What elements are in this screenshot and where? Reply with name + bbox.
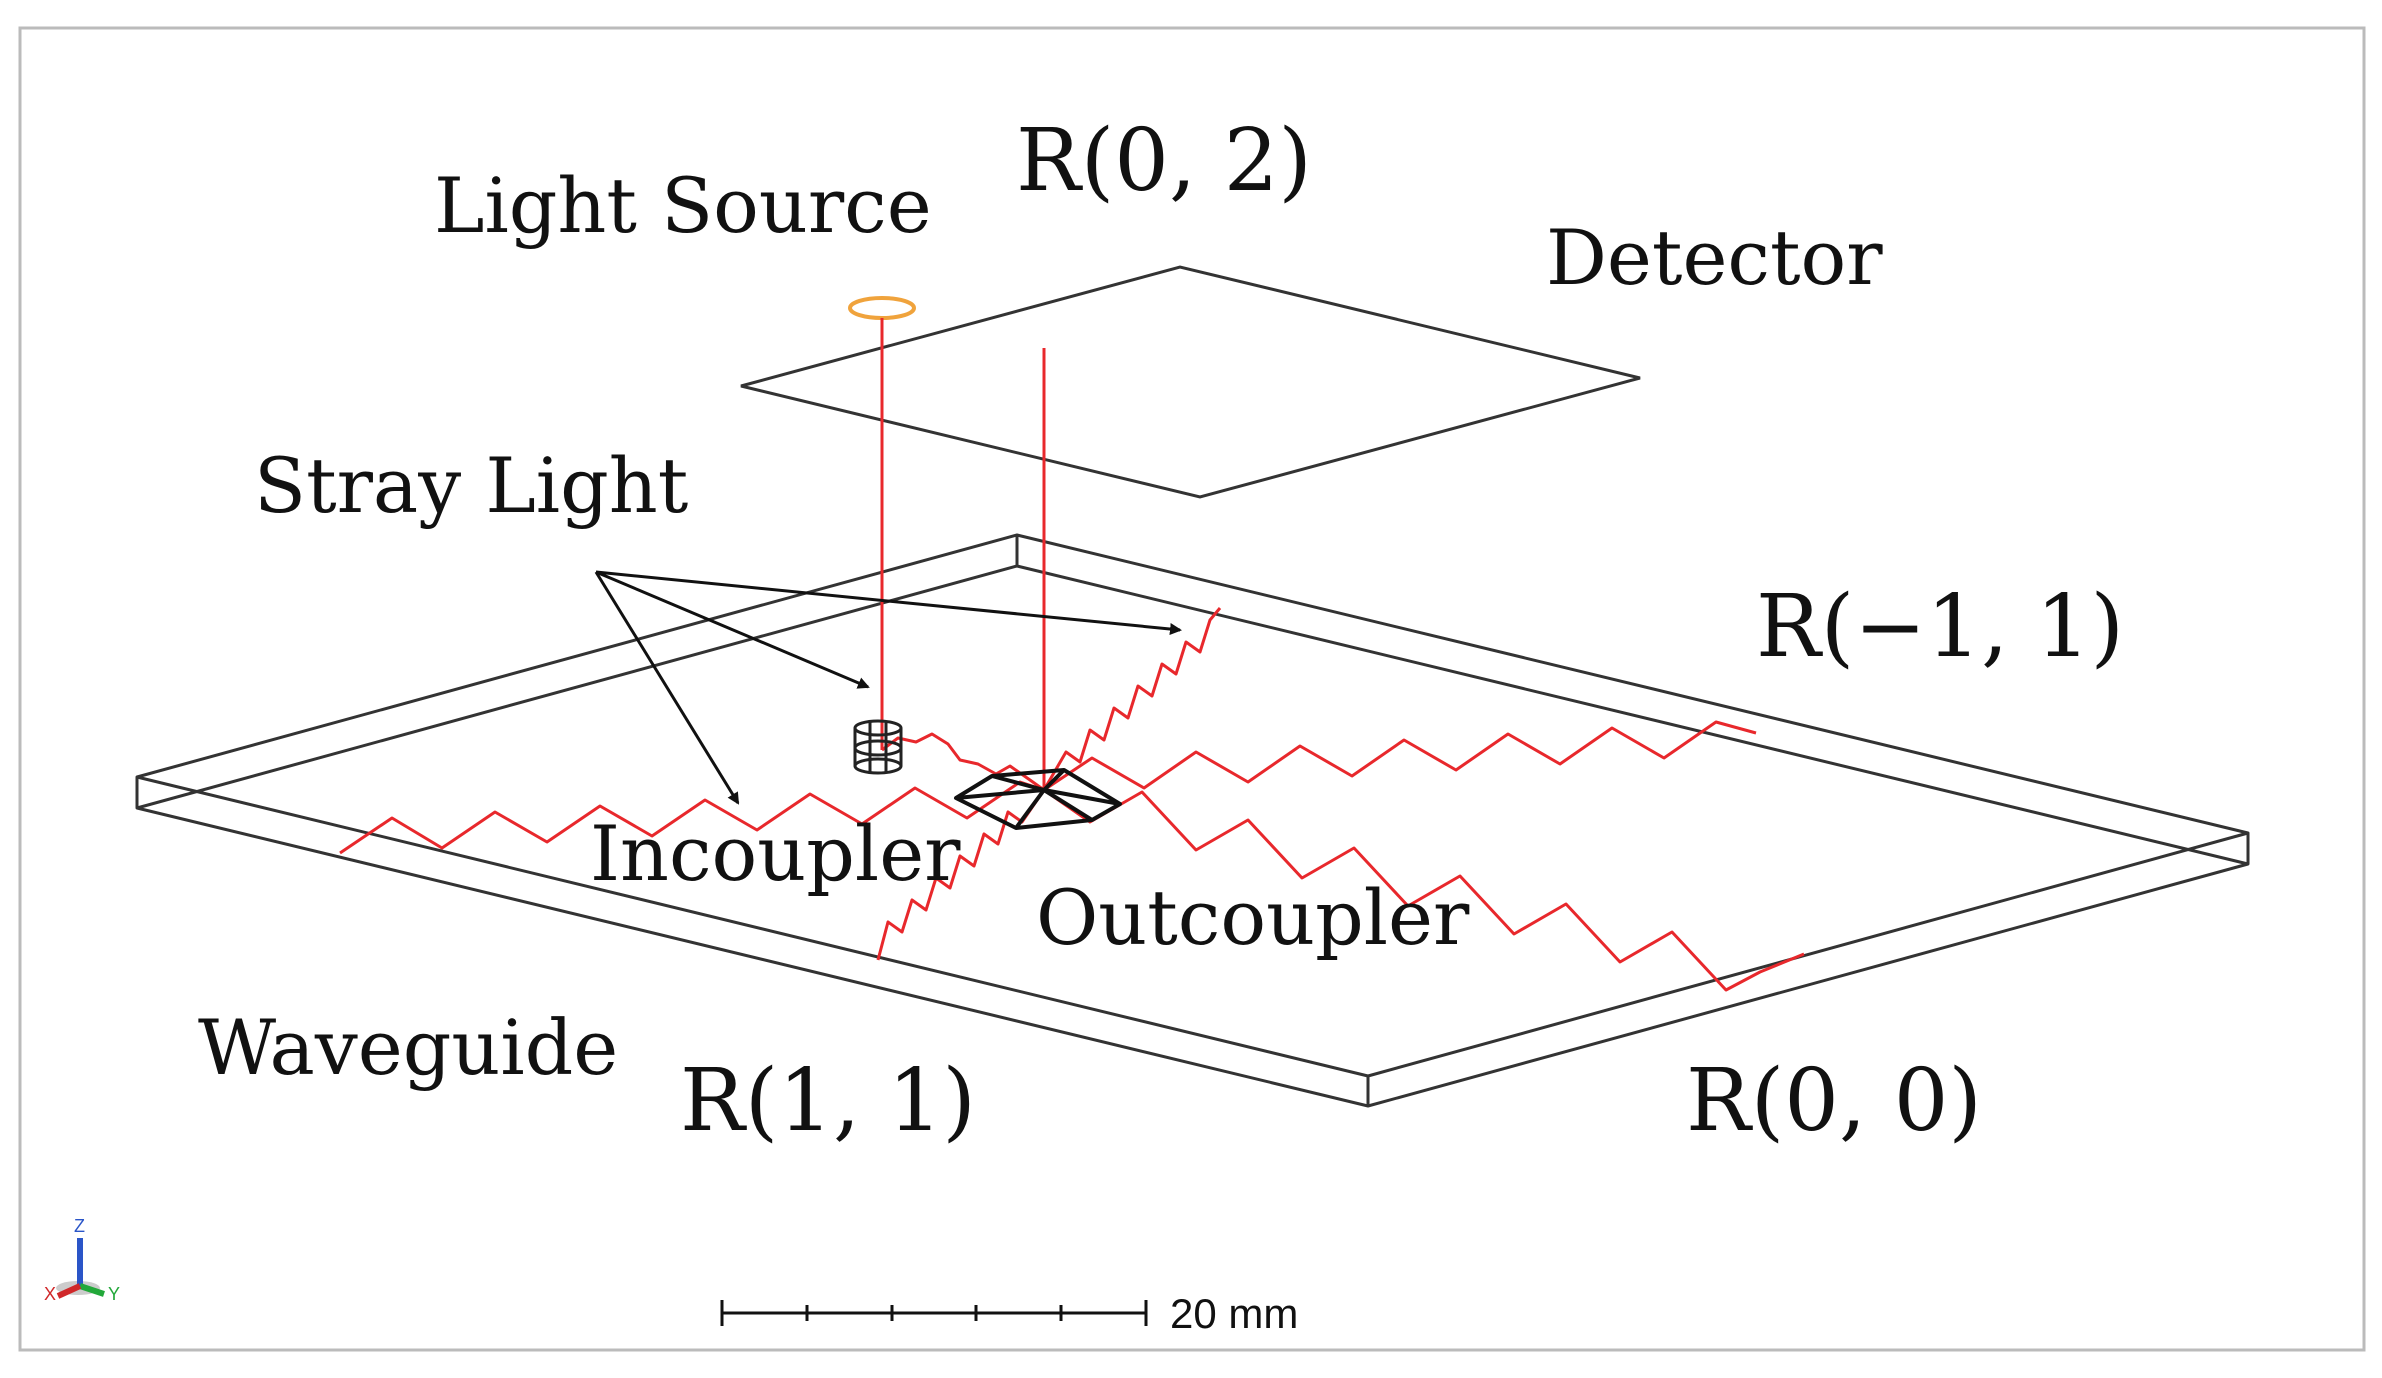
- triad-y-label: Y: [108, 1284, 120, 1304]
- detector-plane: [740, 265, 1641, 499]
- axis-triad-icon: Z Y X: [44, 1216, 120, 1304]
- light-source-ring: [848, 296, 916, 320]
- waveguide-slab: [135, 533, 2250, 1108]
- stray-light-arrows: [594, 570, 1182, 805]
- label-incoupler: Incoupler: [590, 809, 961, 898]
- figure-frame: [18, 26, 2366, 1352]
- label-r00: R(0, 0): [1686, 1051, 1982, 1151]
- label-light-source: Light Source: [434, 161, 932, 250]
- label-r02: R(0, 2): [1016, 111, 1312, 211]
- triad-x-label: X: [44, 1284, 56, 1304]
- label-detector: Detector: [1546, 213, 1883, 302]
- waveguide-rays: [339, 607, 1805, 992]
- outcoupler-element: [954, 768, 1122, 830]
- incoupler-element: [853, 719, 903, 775]
- label-stray-light: Stray Light: [254, 441, 688, 530]
- label-rm11: R(−1, 1): [1756, 577, 2124, 677]
- label-waveguide: Waveguide: [198, 1003, 618, 1092]
- label-r11: R(1, 1): [680, 1051, 976, 1151]
- triad-z-label: Z: [74, 1216, 85, 1236]
- label-outcoupler: Outcoupler: [1036, 873, 1470, 962]
- scale-bar: [720, 1300, 1148, 1326]
- scale-bar-label: 20 mm: [1170, 1290, 1298, 1337]
